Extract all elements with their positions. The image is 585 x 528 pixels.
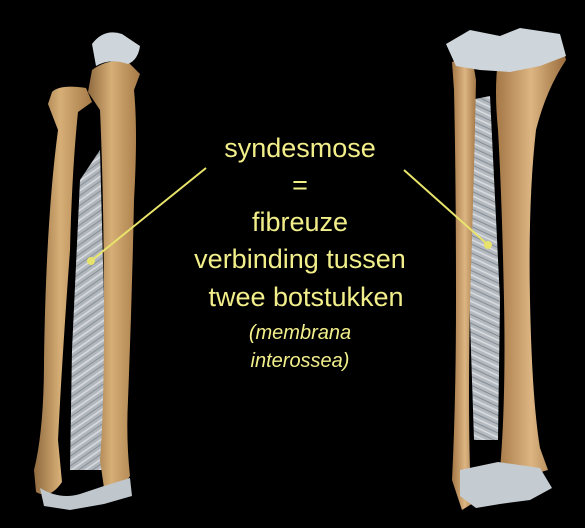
left-interosseous-membrane bbox=[70, 150, 108, 470]
right-top-ligaments bbox=[446, 28, 566, 72]
right-leg-bones bbox=[446, 28, 566, 510]
right-tibia bbox=[496, 36, 566, 478]
left-pointer-dot bbox=[87, 257, 95, 265]
right-pointer-line bbox=[403, 169, 488, 245]
label-interossea: interossea) bbox=[250, 350, 350, 372]
label-equals: = bbox=[292, 170, 308, 200]
label-membrana: (membrana bbox=[248, 322, 352, 344]
label-verbinding-tussen: verbinding tussen bbox=[194, 244, 406, 274]
left-top-cartilage bbox=[92, 32, 140, 66]
right-fibula bbox=[452, 56, 478, 510]
right-bottom-ligaments bbox=[460, 462, 552, 508]
label-fibreuze: fibreuze bbox=[251, 207, 349, 237]
left-ulna bbox=[34, 86, 92, 495]
left-radius bbox=[88, 61, 140, 490]
right-interosseous-membrane bbox=[468, 96, 500, 440]
label-syndesmose: syndesmose bbox=[224, 133, 376, 163]
left-pointer-line bbox=[91, 167, 207, 261]
left-bottom-cartilage bbox=[40, 478, 132, 510]
left-forearm-bones bbox=[34, 32, 140, 510]
right-pointer-dot bbox=[484, 241, 492, 249]
label-twee-botstukken: twee botstukken bbox=[208, 282, 404, 312]
